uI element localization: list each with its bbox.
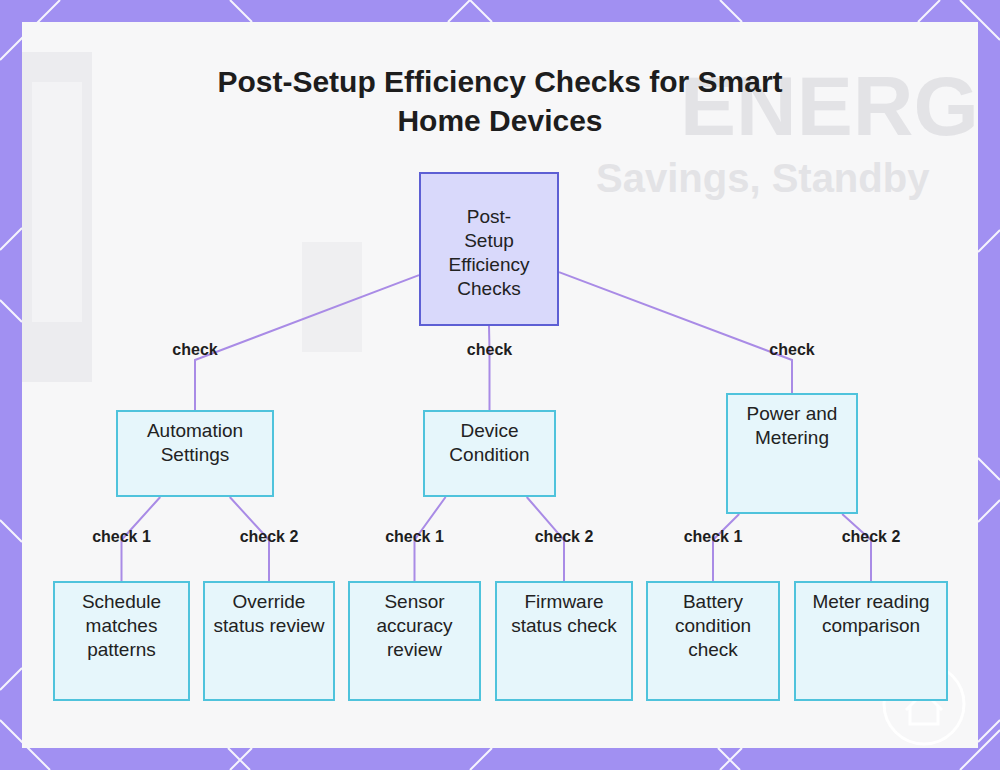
edge-label: check (769, 341, 814, 359)
watermark-text: Savings, Standby (596, 156, 929, 201)
check-box: Sensor accuracy review (348, 581, 481, 701)
node-text: Device Condition (435, 419, 544, 467)
faded-device (302, 242, 362, 352)
connector-line (488, 326, 491, 410)
connector-line (195, 275, 419, 410)
node-text: Override status review (213, 590, 325, 638)
node-text: Firmware status check (505, 590, 623, 638)
edge-label: check 2 (240, 528, 299, 546)
check-box: Schedule matches patterns (53, 581, 190, 701)
edge-label: check 2 (842, 528, 901, 546)
node-text: Automation Settings (128, 419, 262, 467)
corner-line (978, 230, 1000, 742)
faded-screen (32, 82, 82, 322)
root-box: Post-Setup Efficiency Checks (419, 172, 559, 326)
node-text: Post-Setup Efficiency Checks (449, 205, 530, 301)
check-box: Override status review (203, 581, 335, 701)
edge-label: check 2 (535, 528, 594, 546)
node-text: Schedule matches patterns (63, 590, 180, 662)
edge-label: check 1 (92, 528, 151, 546)
check-box: Firmware status check (495, 581, 633, 701)
check-box: Battery condition check (646, 581, 780, 701)
node-text: Battery condition check (656, 590, 770, 662)
connector-line (559, 272, 792, 393)
connector-line (842, 514, 871, 581)
category-box: Device Condition (423, 410, 556, 497)
category-box: Power and Metering (726, 393, 858, 514)
node-text: Sensor accuracy review (358, 590, 471, 662)
check-box: Meter reading comparison (794, 581, 948, 701)
connector-line (713, 514, 739, 581)
category-box: Automation Settings (116, 410, 274, 497)
node-text: Power and Metering (738, 402, 846, 450)
edge-label: check 1 (385, 528, 444, 546)
faded-screen (22, 52, 92, 382)
edge-label: check (172, 341, 217, 359)
edge-label: check 1 (684, 528, 743, 546)
edge-label: check (467, 341, 512, 359)
diagram-title: Post-Setup Efficiency Checks for Smart H… (200, 62, 800, 140)
node-text: Meter reading comparison (804, 590, 938, 638)
